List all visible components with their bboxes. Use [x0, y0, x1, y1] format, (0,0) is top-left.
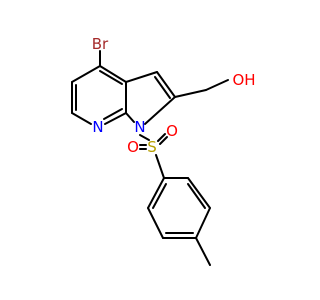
bond-ar-6 [147, 177, 165, 209]
atom-label-o-left: O [127, 138, 139, 156]
bond-s-aryl [155, 154, 165, 179]
atom-label-hydroxyl: OH [232, 71, 255, 89]
bond-s-o-right-a [157, 133, 166, 142]
atom-label-br: Br [92, 35, 109, 53]
bond-c2-ch2 [174, 89, 207, 98]
structure-canvas: Br N N S O O OH [71, 35, 256, 266]
bond-n1-c7a [125, 112, 135, 123]
bond-c3-c2-inner [154, 76, 171, 99]
bond-c3a-c4 [99, 65, 127, 83]
bond-s-o-right-b [159, 136, 168, 145]
bond-ar-2-inner [187, 183, 206, 209]
bond-n7-c7a [104, 112, 127, 125]
bond-ar-5 [147, 207, 164, 239]
bond-c4-c5 [71, 65, 101, 83]
bond-c3a-c3 [125, 71, 158, 83]
bonds-layer [71, 50, 229, 266]
atom-label-n-pyrrole: N [134, 118, 145, 136]
bond-ar-3 [195, 207, 211, 239]
bond-ar-2 [187, 177, 211, 209]
bond-methyl [195, 237, 211, 266]
bond-c6-n7 [71, 112, 92, 125]
atom-label-n-pyridine: N [92, 118, 103, 136]
atom-label-s: S [147, 138, 157, 156]
atom-label-o-right: O [166, 122, 178, 140]
bond-n1-s [139, 134, 150, 141]
bond-ar-6-inner [152, 183, 167, 209]
bond-ch2-oh [205, 79, 229, 91]
bond-c2-n1 [144, 96, 176, 125]
molecule-structure: Br N N S O O OH [71, 35, 256, 266]
bond-c3-c2 [156, 71, 176, 98]
bond-c3a-c4-inner [99, 70, 123, 85]
labels-layer: Br N N S O O OH [92, 35, 256, 156]
bond-n7-c7a-inner [103, 108, 123, 120]
